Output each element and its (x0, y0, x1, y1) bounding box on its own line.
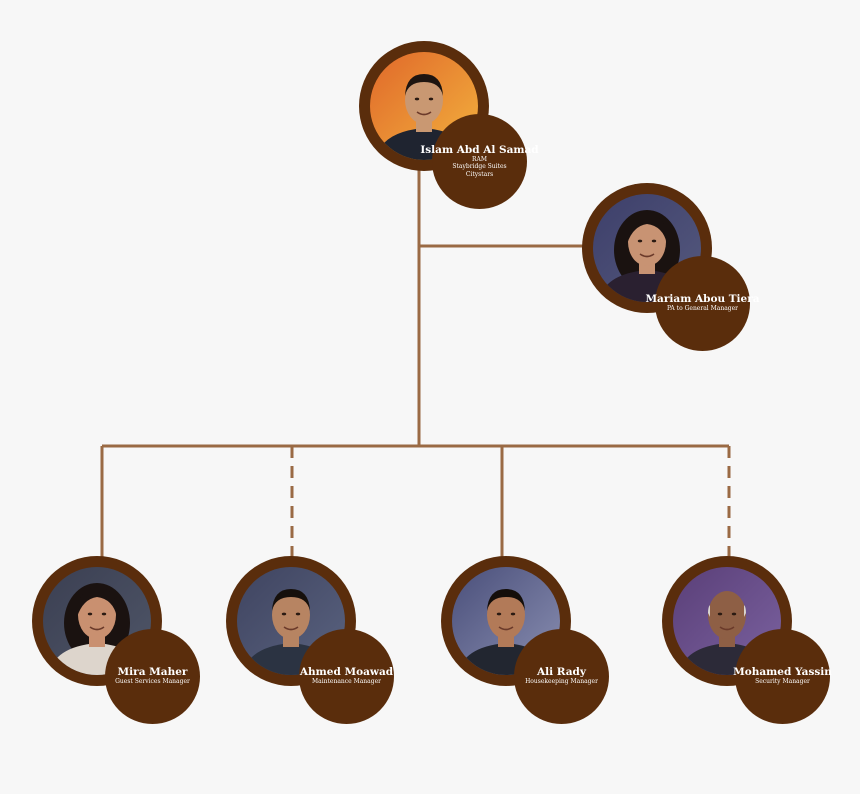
node-islam[interactable]: Islam Abd Al Samad RAM Staybridge Suites… (359, 41, 539, 209)
person-title-line: Housekeeping Manager (525, 678, 598, 686)
person-title-line: Staybridge Suites (452, 163, 507, 171)
node-ali[interactable]: Ali Rady Housekeeping Manager (441, 556, 609, 724)
node-mira[interactable]: Mira Maher Guest Services Manager (32, 556, 200, 724)
label-disc: Mariam Abou Tiera PA to General Manager (645, 256, 760, 351)
node-mariam[interactable]: Mariam Abou Tiera PA to General Manager (582, 183, 760, 351)
person-name: Mohamed Yassin (733, 666, 832, 679)
label-disc: Ali Rady Housekeeping Manager (514, 629, 609, 724)
person-title-line: Citystars (465, 170, 494, 178)
person-name: Mariam Abou Tiera (645, 293, 760, 306)
person-name: Ahmed Moawad (299, 666, 394, 679)
person-name: Islam Abd Al Samad (420, 144, 539, 157)
label-disc: Mira Maher Guest Services Manager (105, 629, 200, 724)
person-title-line: Guest Services Manager (115, 678, 190, 686)
person-title-line: PA to General Manager (666, 305, 739, 313)
node-ahmed[interactable]: Ahmed Moawad Maintenance Manager (226, 556, 394, 724)
person-title-line: RAM (472, 156, 487, 164)
person-name: Ali Rady (537, 666, 586, 679)
label-disc: Ahmed Moawad Maintenance Manager (299, 629, 394, 724)
person-title-line: Maintenance Manager (311, 678, 381, 686)
label-disc: Islam Abd Al Samad RAM Staybridge Suites… (420, 114, 539, 209)
label-disc: Mohamed Yassin Security Manager (733, 629, 832, 724)
person-title-line: Security Manager (755, 678, 810, 686)
node-mohamed[interactable]: Mohamed Yassin Security Manager (662, 556, 832, 724)
person-name: Mira Maher (117, 666, 188, 679)
